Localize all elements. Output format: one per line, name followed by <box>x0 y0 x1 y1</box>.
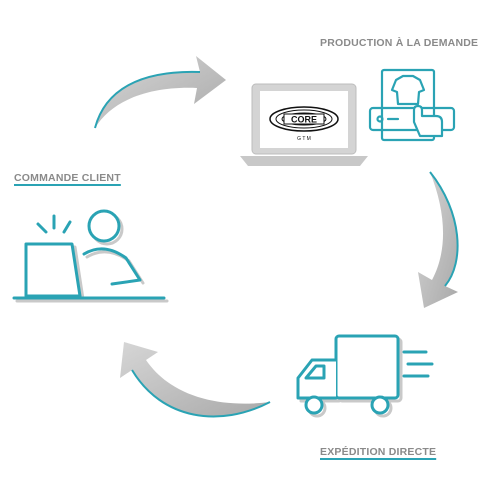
cycle-arrow-icon <box>120 342 271 418</box>
person-at-laptop-icon <box>12 209 169 303</box>
step-label-production: PRODUCTION À LA DEMANDE <box>320 37 479 49</box>
step-label-commande-text: COMMANDE CLIENT <box>14 172 121 184</box>
tshirt-printing-icon <box>368 68 456 142</box>
cycle-arrow-icon <box>94 56 226 129</box>
step-label-commande: COMMANDE CLIENT <box>14 172 121 184</box>
step-label-expedition: EXPÉDITION DIRECTE <box>320 446 437 458</box>
logo-text: CORE <box>291 115 317 125</box>
delivery-truck-icon <box>296 334 434 418</box>
logo-subtext: G T M <box>297 136 311 142</box>
cycle-arrow-icon <box>418 171 459 308</box>
laptop-logo-icon: CORE G T M <box>240 83 368 166</box>
